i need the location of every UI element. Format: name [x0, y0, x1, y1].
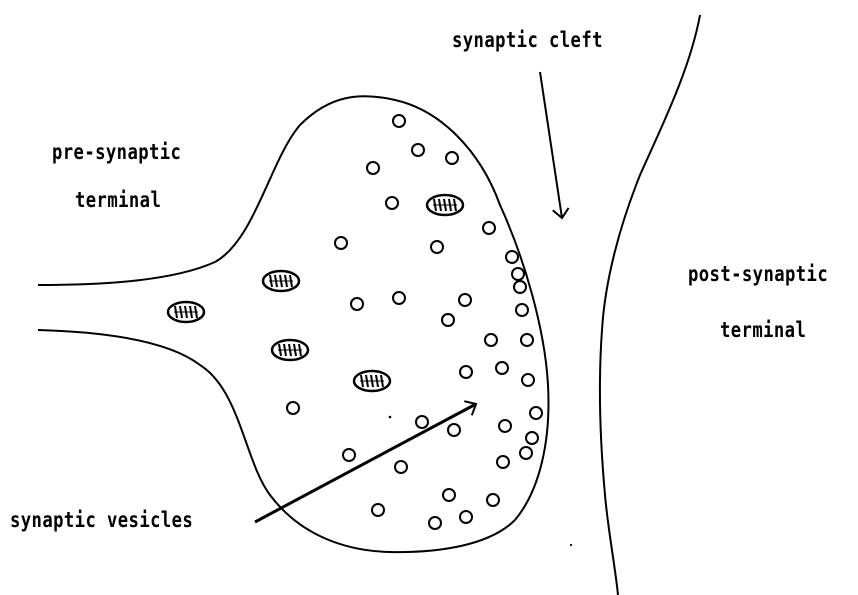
synaptic-vesicle [448, 424, 460, 436]
synaptic-vesicle [351, 298, 363, 310]
stray-dot [570, 544, 572, 546]
synaptic-vesicle [526, 432, 538, 444]
vesicle-group [287, 115, 542, 529]
pre-synaptic-membrane [38, 96, 548, 552]
synaptic-vesicle [459, 294, 471, 306]
synaptic-vesicle [431, 241, 443, 253]
mitochondrion [272, 340, 308, 360]
synaptic-vesicle [442, 314, 454, 326]
post-synaptic-label: post-synaptic [688, 262, 828, 286]
synaptic-vesicle [516, 304, 528, 316]
synaptic-vesicle [506, 251, 518, 263]
post-synaptic-membrane [600, 15, 700, 595]
synaptic-vesicle [335, 237, 347, 249]
synaptic-vesicle [530, 407, 542, 419]
synaptic-vesicle [343, 449, 355, 461]
synaptic-vesicle [446, 152, 458, 164]
synaptic-vesicle [393, 292, 405, 304]
stray-dot [389, 416, 392, 419]
synaptic-vesicle [395, 461, 407, 473]
synaptic-vesicle [487, 494, 499, 506]
mitochondrion [168, 302, 204, 322]
synaptic-vesicle [443, 489, 455, 501]
synaptic-vesicle [429, 517, 441, 529]
mitochondrion [263, 271, 299, 291]
post-synaptic-terminal-label: terminal [720, 318, 806, 342]
pre-synaptic-label: pre-synaptic [52, 140, 181, 164]
mitochondrion [354, 371, 390, 391]
synaptic-vesicle [496, 362, 508, 374]
synaptic-vesicle [485, 334, 497, 346]
synaptic-vesicle [514, 281, 526, 293]
synaptic-vesicle [483, 222, 495, 234]
synaptic-vesicle [521, 334, 533, 346]
pre-synaptic-terminal-label: terminal [75, 188, 161, 212]
synaptic-vesicle [393, 115, 405, 127]
synaptic-vesicles-arrow [255, 404, 476, 522]
synaptic-cleft-label: synaptic cleft [452, 28, 603, 52]
synaptic-vesicle [416, 416, 428, 428]
synaptic-vesicles-label: synaptic vesicles [10, 508, 193, 532]
synaptic-vesicle [460, 511, 472, 523]
mitochondrion [427, 195, 463, 215]
synaptic-vesicle [367, 162, 379, 174]
synaptic-cleft-arrow [540, 72, 562, 218]
synaptic-vesicle [522, 374, 534, 386]
synaptic-vesicle [460, 366, 472, 378]
synaptic-vesicle [497, 456, 509, 468]
synaptic-vesicle [412, 144, 424, 156]
synaptic-vesicle [499, 420, 511, 432]
synaptic-vesicle [386, 197, 398, 209]
synaptic-vesicle [512, 268, 524, 280]
synaptic-vesicle [287, 402, 299, 414]
mitochondria-group [168, 195, 463, 391]
synaptic-vesicle [372, 504, 384, 516]
synaptic-vesicle [520, 447, 532, 459]
